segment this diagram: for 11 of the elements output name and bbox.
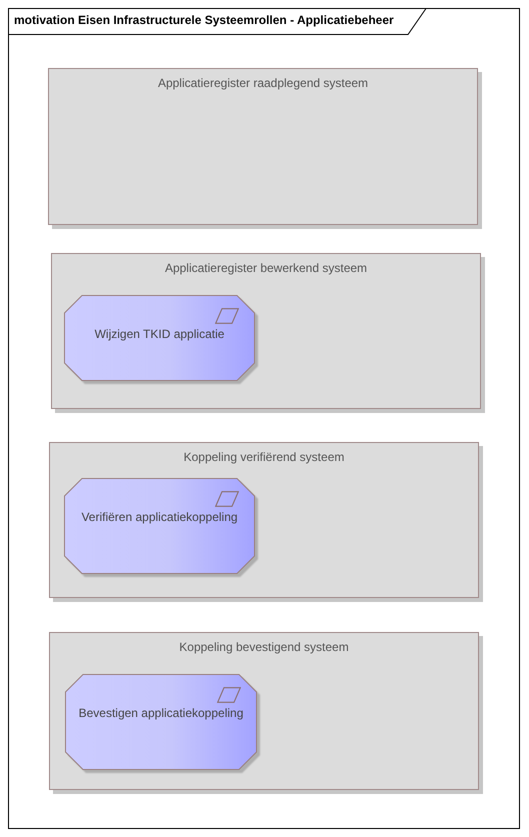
group-label: Koppeling bevestigend systeem [178, 639, 350, 655]
requirement-node [64, 295, 255, 381]
group-label: Applicatieregister bewerkend systeem [164, 260, 368, 276]
diagram-title: motivation Eisen Infrastructurele Systeemrollen - Applicatiebeheer [14, 13, 394, 28]
node-label: Verifiëren applicatiekoppeling [80, 509, 239, 525]
node-label: Bevestigen applicatiekoppeling [78, 705, 244, 721]
group-label: Koppeling verifiërend systeem [182, 449, 346, 465]
group-label: Applicatieregister raadplegend systeem [156, 75, 370, 91]
node-label: Wijzigen TKID applicatie [94, 326, 226, 342]
requirement-node [64, 478, 255, 574]
requirement-node [65, 674, 257, 770]
